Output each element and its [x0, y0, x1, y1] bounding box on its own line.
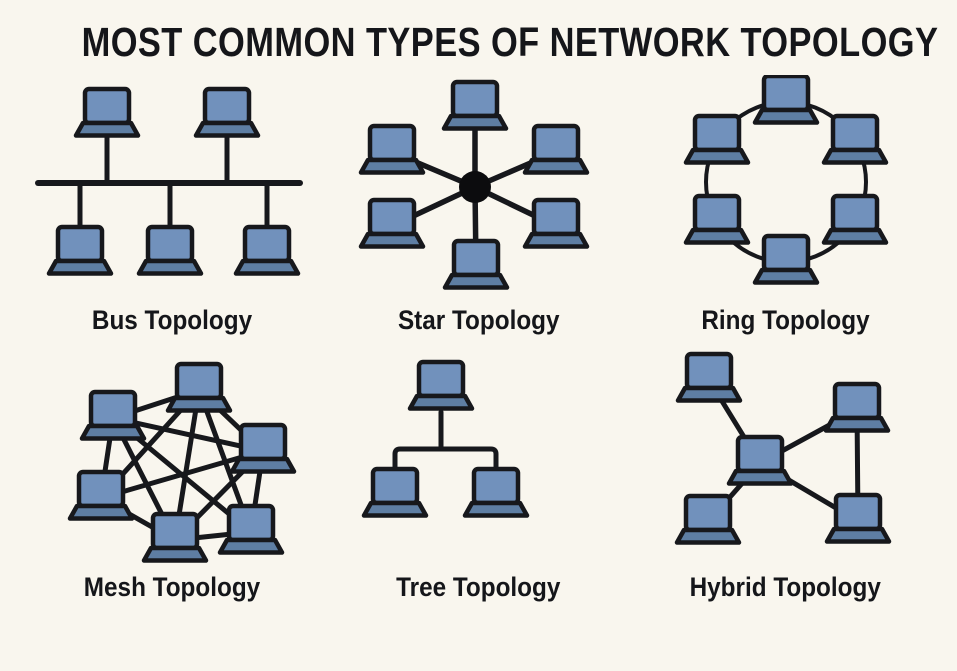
- laptop-icon: [361, 200, 423, 247]
- laptop-icon: [168, 364, 230, 411]
- laptop-icon: [827, 495, 889, 542]
- laptop-icon: [525, 200, 587, 247]
- laptop-icon: [70, 472, 132, 519]
- topology-panel-mesh: Mesh Topology: [20, 342, 323, 603]
- ring-topology-diagram: [636, 75, 936, 305]
- bus-topology-diagram: [34, 75, 303, 305]
- laptop-icon: [232, 425, 294, 472]
- laptop-icon: [82, 392, 144, 439]
- topology-panel-ring: Ring Topology: [634, 75, 937, 336]
- mesh-topology-diagram: [22, 342, 322, 572]
- topology-label: Mesh Topology: [83, 572, 260, 603]
- topology-grid: Bus Topology Star Topology Ring Topology…: [0, 75, 957, 603]
- laptop-icon: [144, 514, 206, 561]
- topology-panel-hybrid: Hybrid Topology: [634, 342, 937, 603]
- laptop-icon: [196, 89, 258, 136]
- tree-topology-diagram: [329, 342, 629, 572]
- laptop-icon: [525, 126, 587, 173]
- topology-label: Bus Topology: [91, 305, 252, 336]
- laptop-icon: [139, 227, 201, 274]
- laptop-icon: [445, 241, 507, 288]
- laptop-icon: [410, 362, 472, 409]
- laptop-icon: [755, 236, 817, 283]
- hybrid-topology-diagram: [636, 342, 936, 572]
- page-title: MOST COMMON TYPES OF NETWORK TOPOLOGY: [0, 0, 957, 65]
- star-topology-diagram: [329, 75, 629, 305]
- laptop-icon: [364, 469, 426, 516]
- laptop-icon: [76, 89, 138, 136]
- topology-label: Ring Topology: [701, 305, 870, 336]
- topology-panel-bus: Bus Topology: [20, 75, 323, 336]
- topology-panel-tree: Tree Topology: [327, 342, 630, 603]
- laptop-icon: [686, 116, 748, 163]
- page-title-text: MOST COMMON TYPES OF NETWORK TOPOLOGY: [81, 19, 939, 65]
- laptop-icon: [49, 227, 111, 274]
- laptop-icon: [755, 76, 817, 123]
- topology-label: Tree Topology: [396, 572, 561, 603]
- topology-label: Hybrid Topology: [689, 572, 882, 603]
- laptop-icon: [465, 469, 527, 516]
- laptop-icon: [677, 496, 739, 543]
- topology-label: Star Topology: [397, 305, 560, 336]
- laptop-icon: [686, 196, 748, 243]
- laptop-icon: [220, 506, 282, 553]
- topology-panel-star: Star Topology: [327, 75, 630, 336]
- laptop-icon: [824, 116, 886, 163]
- laptop-icon: [361, 126, 423, 173]
- laptop-icon: [826, 384, 888, 431]
- laptop-icon: [824, 196, 886, 243]
- laptop-icon: [729, 437, 791, 484]
- laptop-icon: [236, 227, 298, 274]
- laptop-icon: [678, 354, 740, 401]
- laptop-icon: [444, 82, 506, 129]
